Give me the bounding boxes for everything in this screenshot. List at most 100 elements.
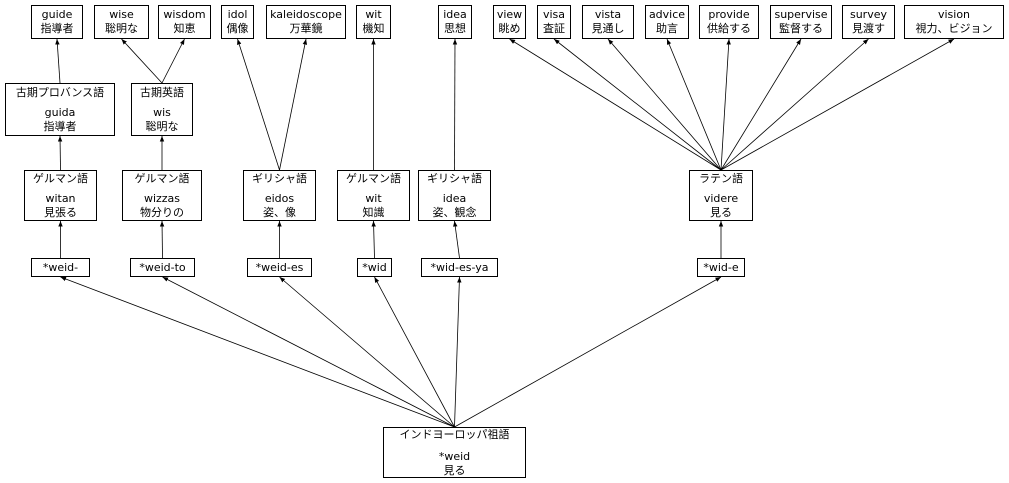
ancestor-lang: ラテン語 [699,171,743,185]
root-node-pie-weid: インドヨーロッパ祖語 *weid 見る [383,427,526,478]
arrow-root-to-s-weidto [162,276,455,428]
word-meaning: 見渡す [852,22,885,35]
word-wisdom: wisdom 知恵 [158,5,211,39]
word-text: vista [594,8,622,21]
arrow-eidos-to-kaleido [279,38,308,171]
word-guide: guide 指導者 [31,5,83,39]
ancestor-word: guida [44,105,76,119]
word-text: wit [365,8,382,21]
word-meaning: 査証 [543,22,565,35]
ancestor-meaning: 見張る [44,205,77,219]
word-supervise: supervise 監督する [770,5,832,39]
ancestor-word: witan [45,191,76,205]
stem-weid-es: *weid-es [247,258,312,277]
arrow-videre-to-visa [553,38,722,171]
ancestor-meaning: 姿、像 [263,205,296,219]
root-meaning: 見る [443,463,466,477]
word-text: provide [708,8,750,21]
word-text: vision [937,8,971,21]
ancestor-lang: ゲルマン語 [33,171,88,185]
arrow-videre-to-survey [720,38,869,171]
arrow-guida-to-guide [55,38,61,84]
word-meaning: 指導者 [40,22,74,35]
word-text: guide [41,8,73,21]
word-text: wisdom [163,8,206,21]
ancestor-lang: ゲルマン語 [346,171,401,185]
ancestor-word: wit [365,191,382,205]
word-meaning: 見通し [591,22,625,35]
stem-label: *weid- [42,260,79,274]
ancestor-meaning: 見る [710,205,732,219]
ancestor-lang: ギリシャ語 [427,171,482,185]
ancestor-wis: 古期英語 wis 聡明な [131,83,193,136]
ancestor-word: videre [703,191,739,205]
arrow-wis-to-wisdom [161,38,185,84]
arrow-videre-to-advice [666,38,722,171]
word-meaning: 眺め [498,22,521,35]
stem-label: *wid-e [703,260,739,274]
ancestor-lang: ギリシャ語 [252,171,307,185]
ancestor-guida: 古期プロバンス語 guida 指導者 [5,83,115,136]
stem-wid-e: *wid-e [697,258,745,277]
ancestor-lang: ゲルマン語 [134,171,190,185]
word-advice: advice 助言 [645,5,689,39]
word-idol: idol 偶像 [221,5,254,39]
arrow-root-to-s-weid [60,276,455,428]
word-text: wise [109,8,134,21]
arrow-s-wid-to-wit [371,220,376,259]
word-meaning: 機知 [362,22,385,35]
ancestor-word: wizzas [143,191,181,205]
word-visa: visa 査証 [537,5,571,39]
stem-wid-es-ya: *wid-es-ya [421,258,498,277]
word-text: idol [227,8,248,21]
arrow-s-weidto-to-wizzas [159,220,165,259]
arrow-videre-to-supervise [720,38,802,171]
word-meaning: 供給する [707,22,751,35]
ancestor-word: idea [442,191,467,205]
word-meaning: 助言 [656,22,678,35]
arrow-root-to-s-wide [454,276,722,428]
word-view: view 眺め [493,5,526,39]
word-vista: vista 見通し [582,5,634,39]
word-wit: wit 機知 [356,5,391,39]
word-text: idea [443,8,467,21]
ancestor-videre: ラテン語 videre 見る [689,170,753,221]
arrow-witan-to-guida [57,135,63,171]
word-meaning: 視力、ビジョン [915,22,993,35]
arrow-videre-to-view [509,38,722,171]
word-text: view [496,8,523,21]
stem-label: *wid-es-ya [430,260,489,274]
arrow-s-widesya-to-idea-gr [453,220,460,259]
word-text: supervise [774,8,828,21]
ancestor-meaning: 指導者 [43,119,77,133]
arrow-videre-to-provide [720,38,731,171]
stem-weid: *weid- [31,258,90,277]
stem-wid: *wid [357,258,392,277]
word-text: survey [849,8,887,21]
word-provide: provide 供給する [699,5,759,39]
ancestor-wizzas: ゲルマン語 wizzas 物分りの [122,170,202,221]
word-text: advice [648,8,686,21]
stem-label: *wid [362,260,387,274]
ancestor-lang: 古期プロバンス語 [15,85,105,99]
word-meaning: 思想 [444,22,466,35]
ancestor-lang: 古期英語 [140,85,184,99]
ancestor-word: wis [153,105,171,119]
word-meaning: 監督する [779,22,823,35]
arrow-root-to-s-weides [279,276,455,428]
arrow-root-to-s-wid [374,276,455,428]
root-lang: インドヨーロッパ祖語 [399,427,510,441]
word-vision: vision 視力、ビジョン [904,5,1004,39]
ancestor-word: eidos [264,191,295,205]
ancestor-idea: ギリシャ語 idea 姿、観念 [418,170,491,221]
ancestor-wit: ゲルマン語 wit 知識 [337,170,410,221]
word-meaning: 聡明な [105,22,138,35]
ancestor-meaning: 姿、観念 [432,205,477,219]
arrow-eidos-to-idol [237,38,280,171]
arrow-root-to-s-widesya [454,276,462,428]
ancestor-meaning: 物分りの [140,205,184,219]
word-text: visa [542,8,566,21]
ancestor-eidos: ギリシャ語 eidos 姿、像 [243,170,316,221]
word-meaning: 万華鏡 [289,22,323,35]
